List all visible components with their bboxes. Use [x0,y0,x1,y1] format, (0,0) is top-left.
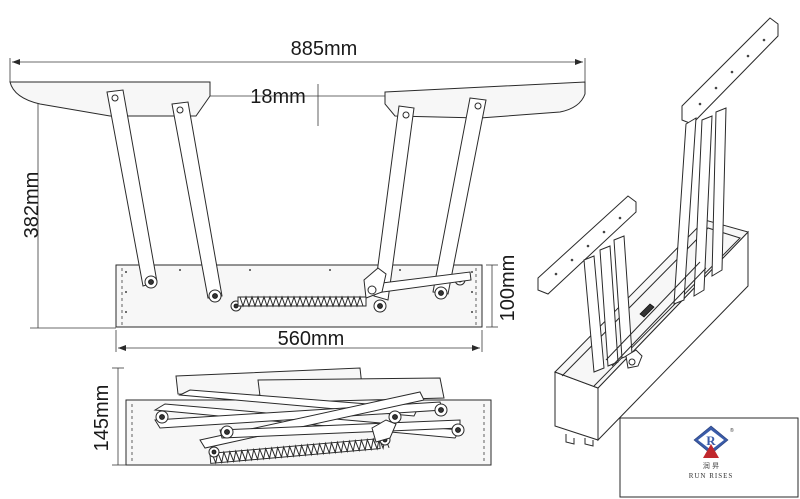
folded-bolts [155,403,465,458]
perspective-view [537,17,779,447]
folded-mechanism-view: 145mm [91,367,492,466]
base-rail [115,264,483,328]
dim-885-arrow-left [12,59,20,65]
logo-english-name: RUN RISES [689,472,734,480]
spring-open [237,295,367,308]
box-inner-edge [561,227,741,387]
brand-logo-box: R ® 润 昇 RUN RISES [619,417,799,498]
folded-top-plate-right [257,377,445,403]
base-rail-rivets [125,269,473,313]
logo-letter: R [706,433,716,448]
inner-spring-block [639,303,655,318]
folded-latch [371,419,397,443]
top-bracket-right-holes [698,38,766,106]
box-foot-right [584,438,594,447]
dim-885-arrow-right [575,59,583,65]
tall-arm-2 [693,115,713,297]
dim-145-label: 145mm [91,385,113,452]
dim-100-label: 100mm [497,255,519,322]
arm-left-inner [171,101,223,299]
dim-560-arrow-left [118,345,126,351]
dim-382-label: 382mm [21,172,43,239]
arm-left-outer [106,89,158,287]
arm-right-outer [432,97,487,295]
arm-right-inner [373,105,415,301]
pivot-holes-top [111,94,482,119]
top-bracket-right [681,17,779,125]
tall-arm-3 [711,107,727,277]
dim-560-label: 560mm [278,328,345,350]
logo-registered: ® [730,427,734,434]
logo-chinese-name: 润 昇 [703,461,719,470]
top-bracket-left-holes [554,216,622,276]
inner-pivot [628,358,636,366]
folded-spring [209,436,390,465]
open-mechanism-view: 885mm 18mm 382mm [9,38,586,352]
latch-pivot [367,285,377,295]
box-foot-left [565,434,575,445]
top-bracket-left [537,195,637,295]
dim-560-arrow-right [472,345,480,351]
tall-arm-1 [673,117,697,305]
dim-885-label: 885mm [291,38,358,60]
logo-emblem: R ® [693,425,734,458]
short-arm-2 [599,245,619,367]
inner-linkage [605,261,707,367]
short-arm-1 [583,255,605,373]
dim-18-label: 18mm [250,86,306,108]
